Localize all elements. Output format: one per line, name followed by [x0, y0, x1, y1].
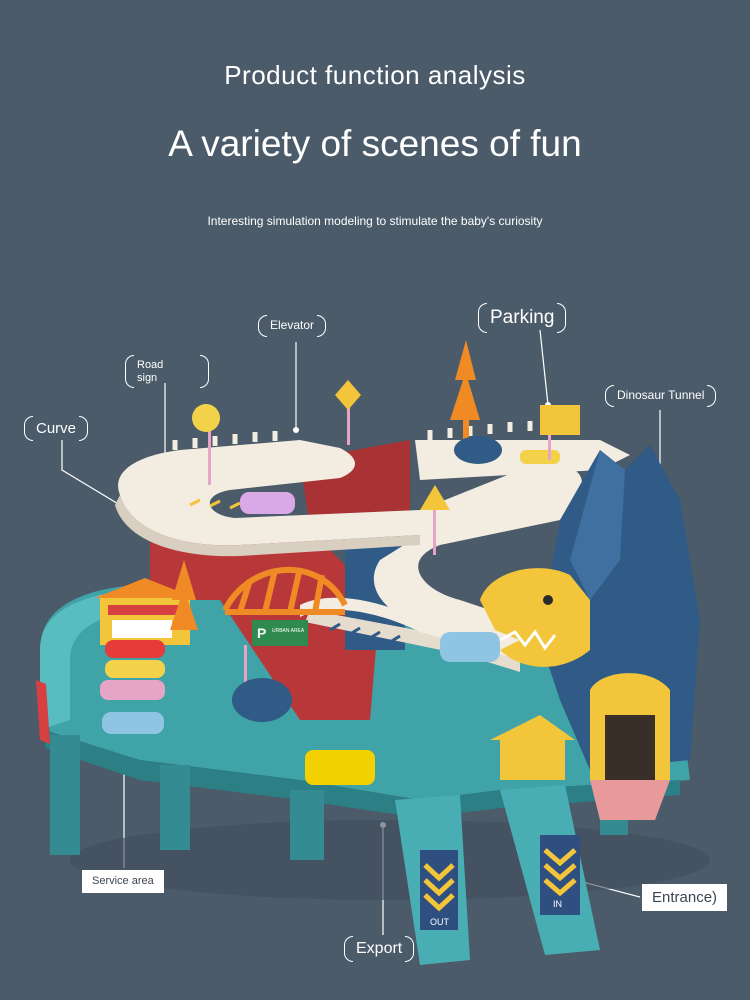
small-shed — [490, 715, 575, 780]
label-entrance: Entrance) — [642, 884, 728, 912]
label-road-sign: Road sign — [125, 355, 209, 389]
label-road-sign-line2: sign — [137, 371, 158, 384]
page-title: A variety of scenes of fun — [168, 123, 582, 164]
ramps: OUT IN — [395, 785, 600, 965]
label-parking: Parking — [478, 303, 567, 333]
bridge — [222, 567, 348, 615]
tagline: Interesting simulation modeling to stimu… — [207, 214, 543, 228]
trees — [170, 340, 480, 630]
label-elevator: Elevator — [258, 315, 327, 337]
parking-sign-text: URBAN AREA — [272, 628, 305, 634]
parking-sign-letter: P — [257, 625, 266, 641]
ramp-in-text: IN — [553, 899, 562, 909]
section-subtitle: Product function analysis — [224, 60, 526, 90]
label-export: Export — [344, 936, 415, 963]
label-service-area: Service area — [82, 870, 164, 893]
dinosaur-mountain — [480, 445, 700, 820]
label-dinosaur-tunnel: Dinosaur Tunnel — [605, 385, 717, 407]
label-curve: Curve — [24, 416, 89, 442]
ramp-out-text: OUT — [430, 917, 450, 927]
label-road-sign-line1: Road — [137, 359, 164, 371]
parked-cars — [100, 450, 560, 785]
road-signs: P URBAN AREA — [192, 380, 580, 690]
rocks — [232, 436, 502, 722]
